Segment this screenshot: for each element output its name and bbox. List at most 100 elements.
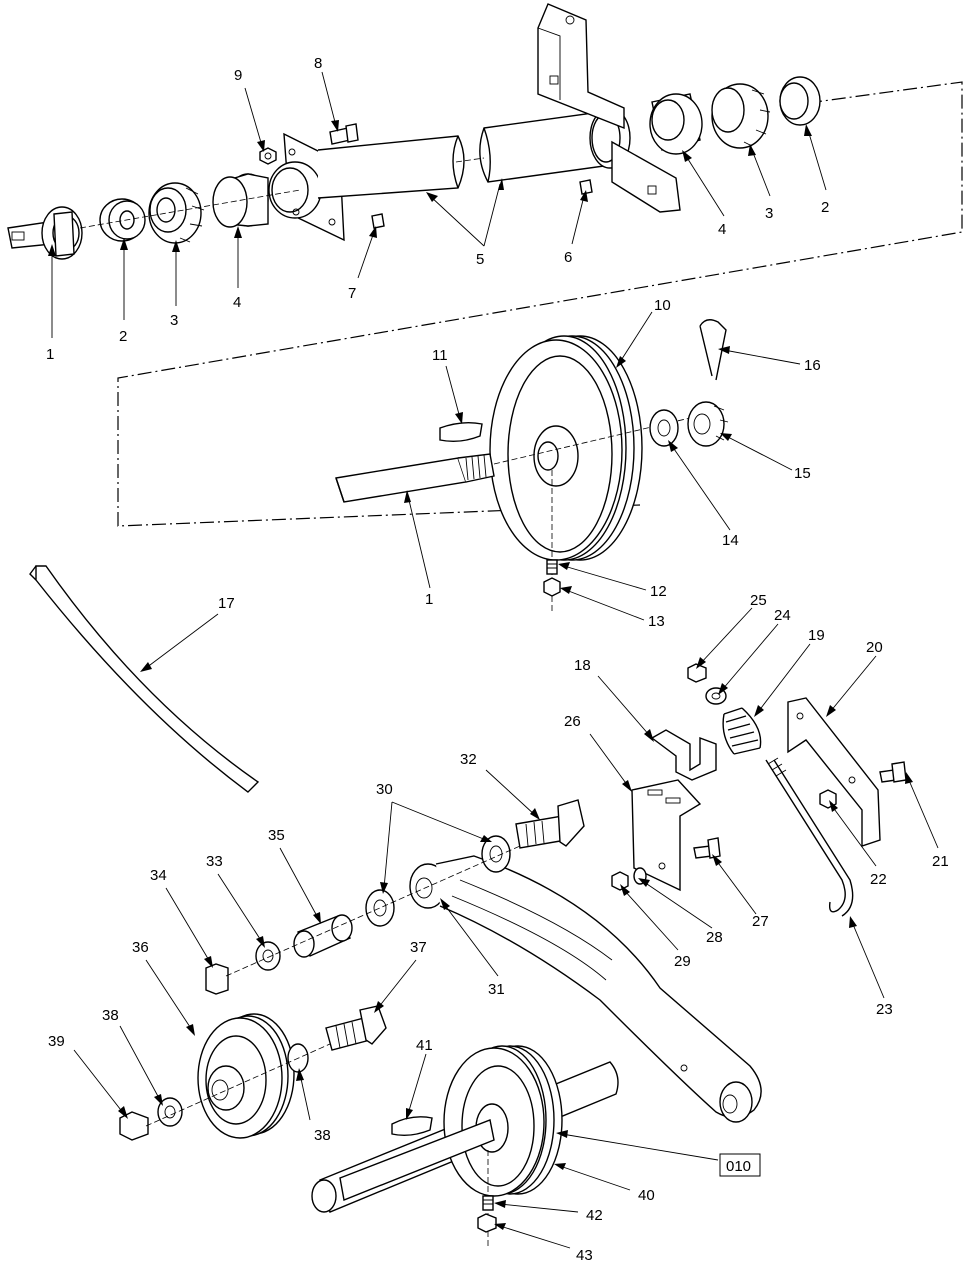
label-part-36: 36 [132, 939, 149, 956]
label-part-39: 39 [48, 1033, 65, 1050]
sleeve-right [649, 93, 703, 155]
label-part-33: 33 [206, 853, 223, 870]
label-part-28: 28 [706, 929, 723, 946]
top-axis-line [79, 157, 485, 229]
nut-13 [543, 577, 561, 597]
label-part-42: 42 [586, 1207, 603, 1224]
leader-lines [48, 71, 939, 1249]
label-part-40: 40 [638, 1187, 655, 1204]
bracket-20 [787, 697, 881, 847]
label-part-5: 5 [476, 251, 484, 268]
label-part-10: 10 [654, 297, 671, 314]
nut-34 [205, 963, 229, 995]
label-part-43: 43 [576, 1247, 593, 1264]
label-part-24: 24 [774, 607, 791, 624]
bracket-26 [631, 779, 702, 892]
washer-right [779, 76, 821, 126]
label-part-3-right: 3 [765, 205, 773, 222]
label-part-27: 27 [752, 913, 769, 930]
key-41 [391, 1116, 433, 1137]
rod-23 [765, 757, 854, 917]
sleeve-35 [293, 914, 353, 958]
label-part-26: 26 [564, 713, 581, 730]
large-pulley [489, 335, 643, 561]
idler-pulley-36 [197, 1013, 295, 1139]
flange-tube-right [479, 3, 681, 213]
label-part-30: 30 [376, 781, 393, 798]
label-part-4-right: 4 [718, 221, 726, 238]
bolt-37 [325, 1005, 387, 1051]
key-11 [439, 421, 483, 443]
castle-nut-15 [687, 401, 729, 447]
spring-19 [722, 707, 762, 755]
label-part-12: 12 [650, 583, 667, 600]
label-part-9: 9 [234, 67, 242, 84]
label-part-4-left: 4 [233, 294, 241, 311]
label-part-38-right: 38 [314, 1127, 331, 1144]
label-part-16: 16 [804, 357, 821, 374]
label-part-32: 32 [460, 751, 477, 768]
label-part-1-lower: 1 [425, 591, 433, 608]
label-part-1-top: 1 [46, 346, 54, 363]
label-part-19: 19 [808, 627, 825, 644]
flange-tube-left [268, 132, 465, 242]
setscrew-6 [579, 179, 593, 195]
shaft-stub [7, 206, 83, 260]
label-part-20: 20 [866, 639, 883, 656]
nut-9 [259, 147, 277, 165]
label-part-25: 25 [750, 592, 767, 609]
phantom-frame [117, 81, 963, 527]
part-labels: 1 2 3 4 9 8 7 5 6 4 3 2 10 11 16 15 14 1… [46, 55, 949, 1264]
label-part-15: 15 [794, 465, 811, 482]
label-part-34: 34 [150, 867, 167, 884]
label-part-2-right: 2 [821, 199, 829, 216]
pulley-shaft [335, 453, 495, 503]
label-part-18: 18 [574, 657, 591, 674]
label-part-31: 31 [488, 981, 505, 998]
setscrew-12 [546, 559, 558, 575]
lower-pulley-40 [339, 1045, 563, 1201]
label-part-38-left: 38 [102, 1007, 119, 1024]
label-part-11: 11 [432, 347, 448, 364]
belt-17 [29, 565, 260, 793]
lower-idler-axis [145, 1043, 331, 1127]
label-part-29: 29 [674, 953, 691, 970]
label-part-3-left: 3 [170, 312, 178, 329]
label-part-22: 22 [870, 871, 887, 888]
bearing-right [711, 83, 771, 149]
bracket-18 [650, 729, 717, 781]
washer-38a [157, 1097, 183, 1127]
bolt-27 [693, 837, 721, 859]
nut-43 [477, 1213, 497, 1233]
sleeve-left [212, 173, 269, 228]
washer-33 [255, 941, 281, 971]
label-part-7: 7 [348, 285, 356, 302]
bolt-21 [879, 761, 907, 783]
label-part-35: 35 [268, 827, 285, 844]
ref-box-010 [719, 1153, 761, 1177]
washer-14 [649, 409, 679, 447]
nut-29 [611, 871, 629, 891]
bolt-8 [329, 123, 359, 145]
nut-39 [119, 1111, 149, 1141]
setscrew-42 [482, 1195, 494, 1211]
label-part-2-left: 2 [119, 328, 127, 345]
label-ref-010: 010 [726, 1158, 751, 1175]
washer-30b [365, 889, 395, 927]
bearing-left [148, 182, 205, 244]
setscrew-7 [371, 213, 385, 229]
label-part-21: 21 [932, 853, 949, 870]
washer-left [99, 198, 146, 242]
label-part-41: 41 [416, 1037, 433, 1054]
label-part-8: 8 [314, 55, 322, 72]
idler-arm-31 [409, 855, 762, 1123]
label-part-14: 14 [722, 532, 739, 549]
label-part-37: 37 [410, 939, 427, 956]
label-part-6: 6 [564, 249, 572, 266]
label-part-13: 13 [648, 613, 665, 630]
label-part-23: 23 [876, 1001, 893, 1018]
nut-25 [687, 663, 707, 683]
cotter-pin-16 [699, 319, 727, 381]
